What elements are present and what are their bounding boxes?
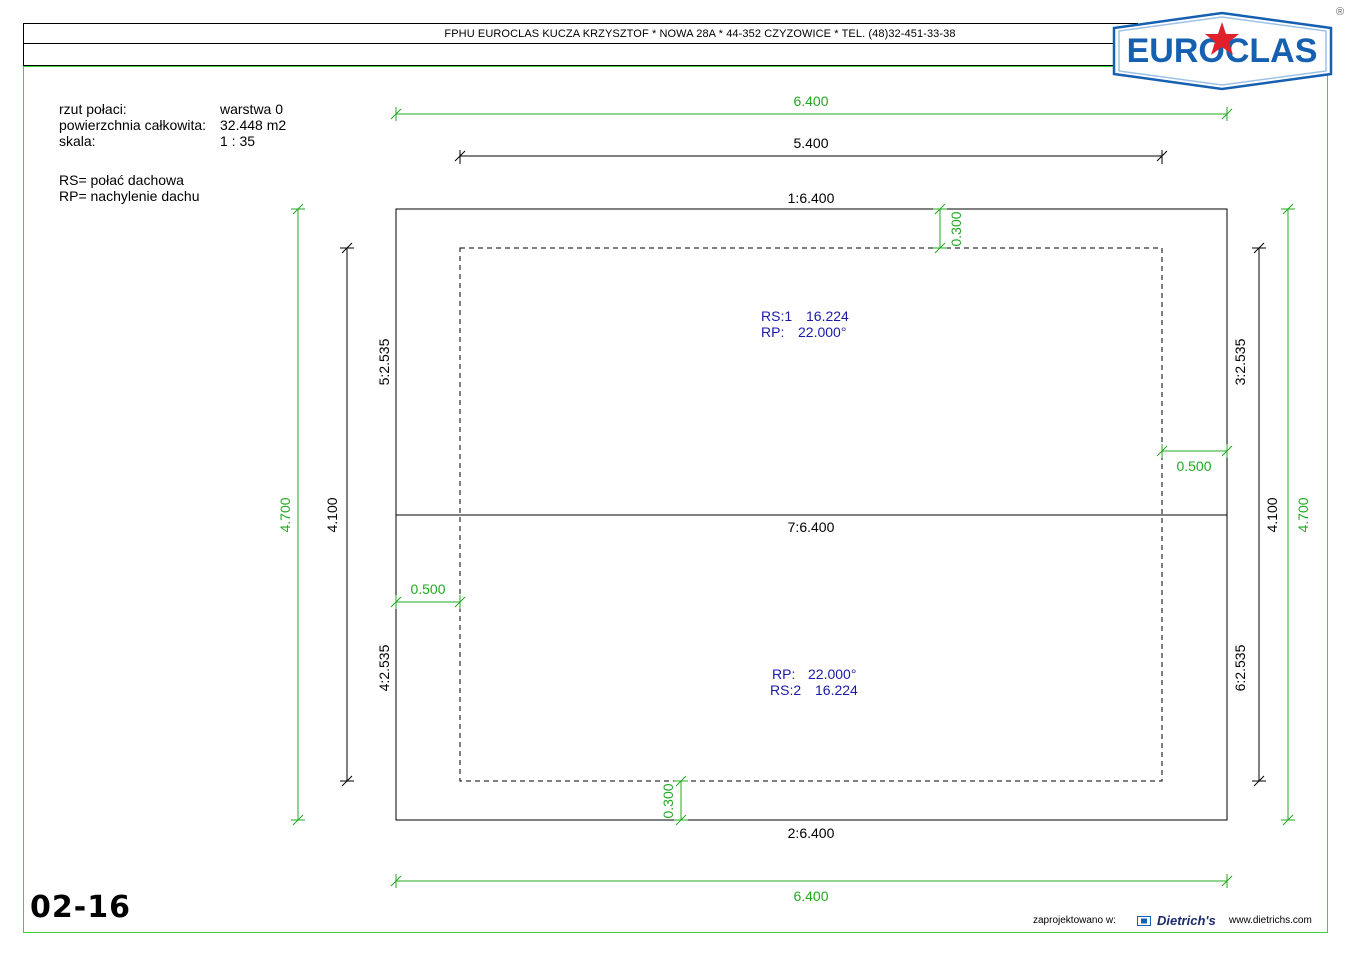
dim-overhang-left-label: 0.500 [410, 581, 445, 597]
footer-website[interactable]: www.dietrichs.com [1229, 915, 1312, 926]
registered-mark: ® [1336, 6, 1345, 18]
dim-inner-top [454, 150, 1168, 164]
info-label-powierzchnia: powierzchnia całkowita: [59, 117, 207, 133]
edge-bottom-label: 2:6.400 [788, 825, 835, 841]
legend-rp: RP= nachylenie dachu [59, 188, 200, 204]
roof-plane-1: RS:1 16.224 RP: 22.000° [761, 308, 849, 340]
edge-left-lower-label: 4:2.535 [376, 644, 392, 691]
dim-overhang-right [1156, 444, 1233, 458]
edge-left-upper-label: 5:2.535 [376, 338, 392, 385]
plane2-rp: RP: [772, 666, 795, 682]
company-header: FPHU EUROCLAS KUCZA KRZYSZTOF * NOWA 28A… [444, 28, 956, 40]
dim-overall-bottom [390, 874, 1233, 888]
plane1-slope: 22.000° [798, 324, 846, 340]
dim-inner-left-label: 4.100 [324, 497, 340, 532]
plane2-rs: RS:2 [770, 682, 801, 698]
dim-overhang-right-label: 0.500 [1176, 458, 1211, 474]
info-label-rzut: rzut połaci: [59, 101, 127, 117]
edge-right-lower-label: 6:2.535 [1232, 644, 1248, 691]
dim-overall-top [390, 107, 1233, 121]
wall-outline [459, 247, 1163, 782]
info-block: rzut połaci: warstwa 0 powierzchnia całk… [59, 101, 319, 204]
dim-overall-bottom-label: 6.400 [793, 888, 828, 904]
edge-right-upper-label: 3:2.535 [1232, 338, 1248, 385]
plane1-rp: RP: [761, 324, 784, 340]
dim-overall-left-label: 4.700 [277, 497, 293, 532]
legend-rs: RS= połać dachowa [59, 172, 184, 188]
dim-overall-top-label: 6.400 [793, 93, 828, 109]
plane2-area: 16.224 [815, 682, 858, 698]
dietrichs-logo-icon [1137, 916, 1153, 926]
footer-software: Dietrich's [1157, 913, 1216, 928]
info-value-skala: 1 : 35 [220, 133, 256, 149]
dim-overall-right-label: 4.700 [1295, 497, 1311, 532]
dim-inner-right [1252, 242, 1266, 787]
dim-inner-right-label: 4.100 [1264, 497, 1280, 532]
dim-inner-top-label: 5.400 [793, 135, 828, 151]
title-block-frame [23, 23, 1138, 66]
dim-overall-left [291, 203, 305, 826]
roof-plane-2: RP: 22.000° RS:2 16.224 [770, 666, 858, 698]
euroclas-star-icon [1205, 22, 1239, 55]
dim-overhang-bottom-label: 0.300 [660, 783, 676, 818]
dim-overhang-bottom [674, 775, 688, 826]
page-code: 02-16 [30, 890, 131, 925]
plane1-rs: RS:1 [761, 308, 792, 324]
drawing-frame [23, 66, 1328, 933]
dim-overhang-left [390, 595, 466, 609]
info-value-powierzchnia: 32.448 m2 [220, 117, 287, 133]
footer-designed-in: zaprojektowano w: [1033, 915, 1116, 926]
plane1-area: 16.224 [806, 308, 849, 324]
dim-inner-left [340, 242, 354, 787]
edge-ridge-label: 7:6.400 [788, 519, 835, 535]
dim-overhang-top-label: 0.300 [948, 211, 964, 246]
edge-top-label: 1:6.400 [788, 190, 835, 206]
dim-overhang-top [933, 203, 947, 254]
plane2-slope: 22.000° [808, 666, 856, 682]
info-value-rzut: warstwa 0 [220, 101, 284, 117]
info-label-skala: skala: [59, 133, 96, 149]
euroclas-logo: EUROCLAS [1112, 11, 1333, 91]
dim-overall-right [1281, 203, 1295, 826]
title-block-divider [23, 43, 1138, 44]
